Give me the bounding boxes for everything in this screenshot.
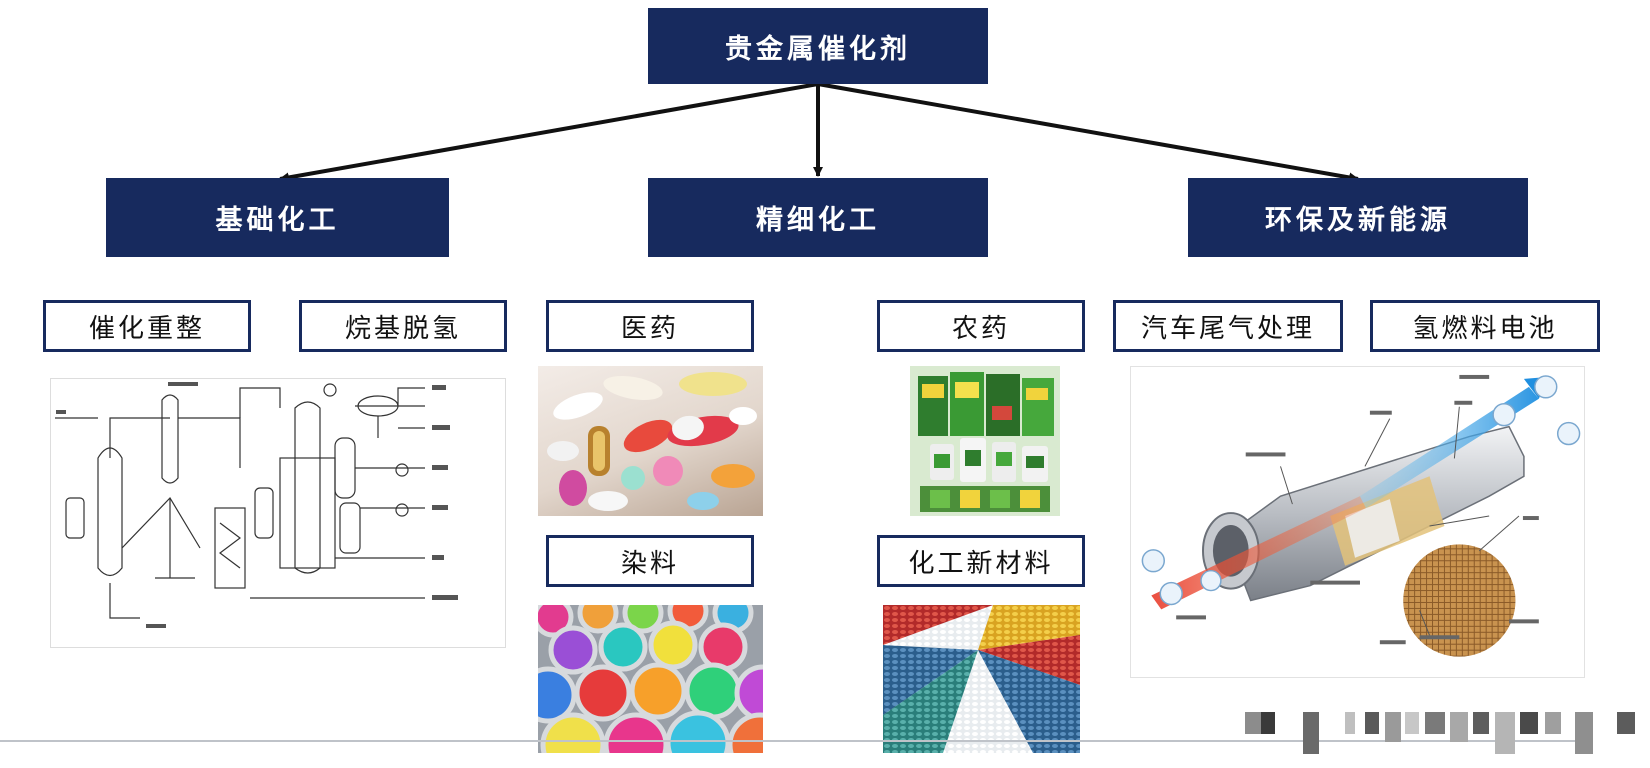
app-label: 医药 <box>620 313 679 344</box>
app-box-exhaust-treatment: 汽车尾气处理 <box>1113 300 1343 352</box>
app-box-dye: 染料 <box>546 535 754 587</box>
app-box-medicine: 医药 <box>546 300 754 352</box>
pesticide-products-image <box>910 366 1060 516</box>
category-box-fine: 精细化工 <box>648 178 988 257</box>
pixelated-watermark <box>1245 712 1645 754</box>
app-label: 氢燃料电池 <box>1412 313 1558 344</box>
category-label-green: 环保及新能源 <box>1265 205 1451 236</box>
pesticide-illustration <box>910 366 1060 516</box>
root-box: 贵金属催化剂 <box>648 8 988 84</box>
app-box-alkane-dehydrogenation: 烷基脱氢 <box>299 300 507 352</box>
bottom-divider <box>0 740 1580 742</box>
dye-paint-cans-image <box>538 605 763 753</box>
app-label: 染料 <box>620 548 679 579</box>
pills-illustration <box>547 372 757 511</box>
catalytic-converter-image <box>1130 366 1585 678</box>
app-label: 汽车尾气处理 <box>1140 313 1315 344</box>
category-label-fine: 精细化工 <box>756 205 880 236</box>
arrow-to-green <box>817 82 1359 183</box>
catalytic-converter-illustration <box>1141 374 1581 660</box>
paint-cans-illustration <box>538 605 763 753</box>
arrow-to-basic <box>279 82 819 183</box>
category-label-basic: 基础化工 <box>215 205 340 236</box>
category-box-green: 环保及新能源 <box>1188 178 1528 257</box>
app-box-catalytic-reforming: 催化重整 <box>43 300 251 352</box>
app-label: 化工新材料 <box>908 548 1054 579</box>
app-box-fuel-cell: 氢燃料电池 <box>1370 300 1600 352</box>
app-label: 催化重整 <box>88 313 205 344</box>
category-box-basic: 基础化工 <box>106 178 449 257</box>
app-label: 烷基脱氢 <box>344 313 461 344</box>
app-box-new-materials: 化工新材料 <box>877 535 1085 587</box>
app-label: 农药 <box>951 313 1010 344</box>
process-flow-illustration <box>50 378 506 648</box>
medicine-pills-image <box>538 366 763 516</box>
pellets-illustration <box>883 605 1080 753</box>
root-label: 贵金属催化剂 <box>725 33 911 65</box>
process-flow-diagram-image <box>50 378 506 648</box>
plastic-pellets-image <box>883 605 1080 753</box>
app-box-pesticide: 农药 <box>877 300 1085 352</box>
